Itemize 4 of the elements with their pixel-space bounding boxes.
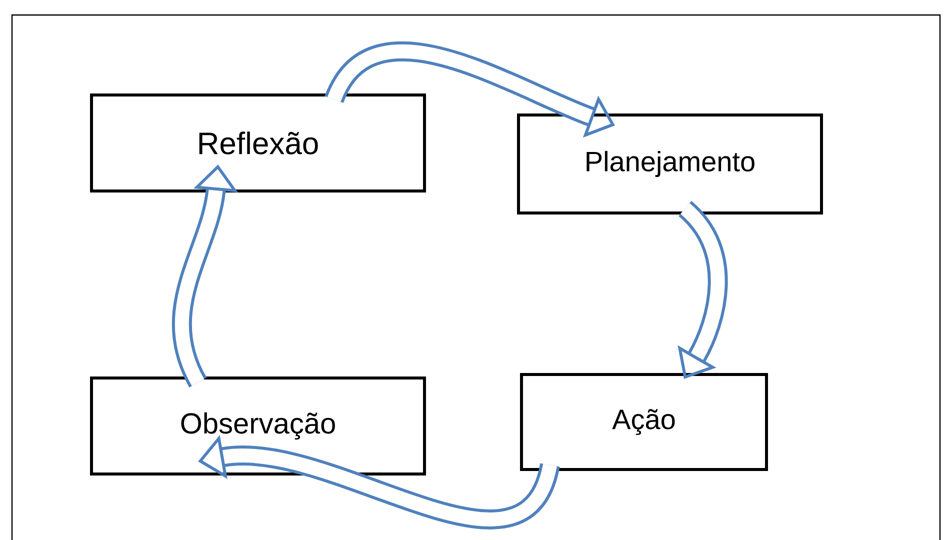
text-box: Ação	[520, 373, 768, 471]
text-box: Reflexão	[90, 94, 426, 192]
text-box: Observação	[90, 376, 426, 476]
text-box: Planejamento	[517, 114, 823, 214]
